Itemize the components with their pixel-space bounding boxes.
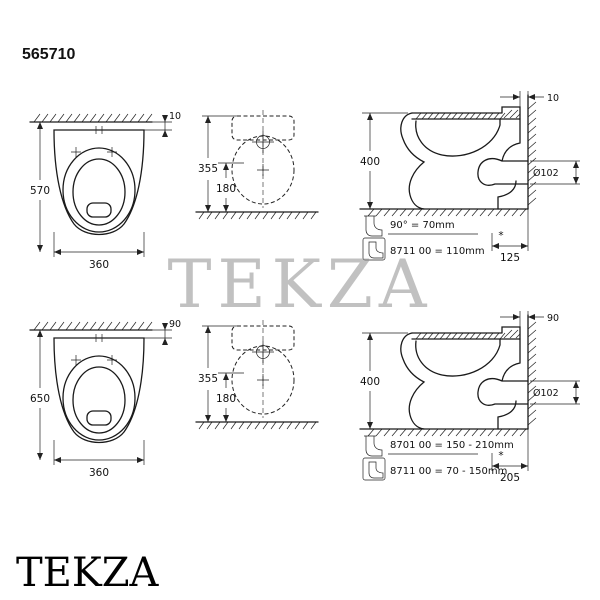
fixing-cross-marks <box>71 126 117 157</box>
front-view-drawing-1: 570 360 10 <box>29 111 181 270</box>
floor-hatch <box>367 208 527 217</box>
brand-logo: TEKZA <box>16 550 159 596</box>
rim-section-hatch <box>415 329 521 340</box>
height-dimension-label: 400 <box>360 376 380 388</box>
outlet-diameter-label: Ø102 <box>533 168 559 179</box>
width-dimension-label: 360 <box>89 467 109 478</box>
outlet-trap <box>477 118 529 210</box>
drawing-lines <box>359 91 580 261</box>
outlet-note-1: 90° = 70mm <box>390 220 455 231</box>
height-dimension-label: 400 <box>360 156 380 168</box>
drawing-lines <box>359 311 580 481</box>
outlet-elbow-icon <box>368 461 384 479</box>
offset-dimension-label: 125 <box>500 252 520 263</box>
dimension-lines <box>362 91 580 251</box>
outlet-note-1: 8701 00 = 150 - 210mm <box>390 440 514 451</box>
floor-hatch <box>198 421 317 430</box>
dimension-lines <box>39 323 172 465</box>
top-gap-dimension-label: 10 <box>169 111 181 122</box>
drawing-lines <box>29 321 172 465</box>
height-dimension-label: 650 <box>30 393 50 405</box>
center-cross-marks <box>252 341 274 386</box>
outlet-note-2: 8711 00 = 110mm <box>390 246 485 257</box>
center-cross-marks <box>252 131 274 176</box>
dimension-lines <box>202 325 244 422</box>
outlet-diameter-label: Ø102 <box>533 388 559 399</box>
asterisk-mark: * <box>498 230 503 242</box>
outlet-elbow-icon <box>364 215 383 237</box>
side-view-drawing-1: 400 10 Ø102 125 * 90° = 70mm 8711 00 = 1… <box>359 91 580 263</box>
outlet-adapter-icon-box <box>362 237 386 261</box>
inner-depth-dimension-label: 180 <box>216 393 236 405</box>
drawing-lines <box>29 113 172 257</box>
depth-dimension-label: 355 <box>198 163 218 175</box>
outlet-elbow-icon <box>368 241 384 259</box>
dimension-lines <box>202 115 244 212</box>
front-view-drawing-2: 650 360 90 <box>29 319 181 478</box>
dimension-lines <box>39 115 172 257</box>
outlet-elbow-icon <box>364 435 383 457</box>
offset-dimension-label: 205 <box>500 472 520 483</box>
height-dimension-label: 570 <box>30 185 50 197</box>
outlet-trap <box>477 338 529 430</box>
fixing-cross-marks <box>71 334 117 365</box>
wall-hatch <box>33 321 153 331</box>
outlet-note-2: 8711 00 = 70 - 150mm <box>390 466 507 477</box>
watermark: TEKZA <box>167 246 433 323</box>
wall-gap-dimension-label: 10 <box>547 93 559 104</box>
floor-hatch <box>198 211 317 220</box>
inner-depth-dimension-label: 180 <box>216 183 236 195</box>
asterisk-mark: * <box>498 450 503 462</box>
drawing-lines <box>195 110 319 220</box>
plan-view-drawing-2: 355 180 <box>195 320 319 430</box>
side-view-drawing-2: 400 90 Ø102 205 * 8701 00 = 150 - 210mm … <box>359 311 580 483</box>
wall-gap-dimension-label: 90 <box>547 313 559 324</box>
outlet-adapter-icon-box <box>362 457 386 481</box>
dimension-lines <box>362 311 580 471</box>
top-gap-dimension-label: 90 <box>169 319 181 330</box>
drawing-lines <box>195 320 319 430</box>
wall-hatch <box>33 113 153 123</box>
product-code: 565710 <box>22 46 76 63</box>
plan-view-drawing-1: 355 180 <box>195 110 319 220</box>
width-dimension-label: 360 <box>89 259 109 270</box>
wall-hatch <box>527 101 537 206</box>
floor-hatch <box>367 428 527 437</box>
wall-hatch <box>527 321 537 426</box>
depth-dimension-label: 355 <box>198 373 218 385</box>
rim-section-hatch <box>415 109 521 120</box>
